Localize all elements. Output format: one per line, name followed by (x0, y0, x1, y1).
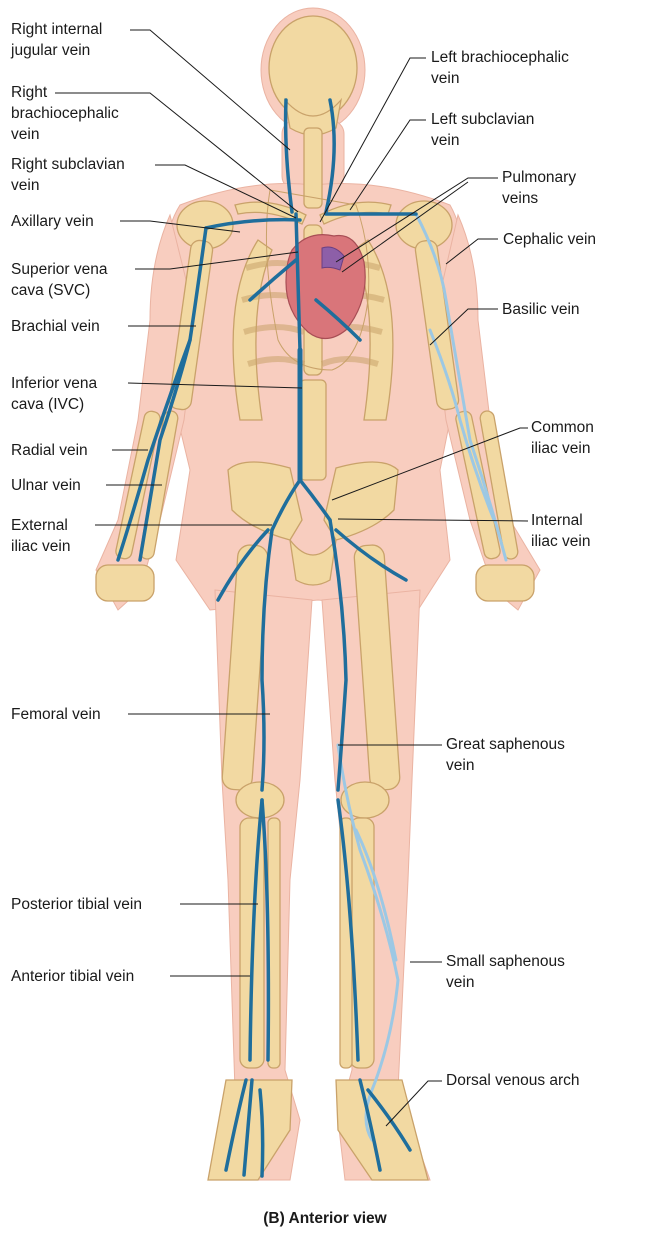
label-line: Femoral vein (11, 706, 101, 723)
label-cephalic-vein: Cephalic vein (503, 229, 596, 250)
label-line: Right internal (11, 21, 103, 38)
label-left-subclavian-vein: Left subclavian vein (431, 109, 534, 151)
heart-illustration (285, 234, 366, 340)
label-ulnar-vein: Ulnar vein (11, 475, 81, 496)
label-right-internal-jugular-vein: Right internal jugular vein (11, 19, 102, 61)
label-line: brachiocephalic (11, 105, 119, 122)
label-brachial-vein: Brachial vein (11, 316, 100, 337)
label-internal-iliac-vein: Internal iliac vein (531, 510, 590, 552)
label-line: Brachial vein (11, 318, 100, 335)
label-inferior-vena-cava: Inferior vena cava (IVC) (11, 373, 97, 415)
label-pulmonary-veins: Pulmonary veins (502, 167, 576, 209)
label-line: Common (531, 419, 594, 436)
label-line: jugular vein (11, 42, 91, 59)
label-right-subclavian-vein: Right subclavian vein (11, 154, 125, 196)
label-line: Right subclavian (11, 156, 125, 173)
label-line: Posterior tibial vein (11, 896, 142, 913)
label-line: Inferior vena (11, 375, 98, 392)
label-small-saphenous-vein: Small saphenous vein (446, 951, 565, 993)
deep-veins (116, 98, 418, 1178)
label-line: Anterior tibial vein (11, 968, 135, 985)
label-posterior-tibial-vein: Posterior tibial vein (11, 894, 142, 915)
label-line: vein (446, 757, 475, 774)
label-line: Right (11, 84, 48, 101)
label-axillary-vein: Axillary vein (11, 211, 94, 232)
label-right-brachiocephalic-vein: Right brachiocephalic vein (11, 82, 119, 145)
label-anterior-tibial-vein: Anterior tibial vein (11, 966, 134, 987)
label-line: Small saphenous (446, 953, 565, 970)
label-external-iliac-vein: External iliac vein (11, 515, 70, 557)
label-line: cava (IVC) (11, 396, 85, 413)
label-femoral-vein: Femoral vein (11, 704, 101, 725)
label-line: vein (431, 132, 460, 149)
label-common-iliac-vein: Common iliac vein (531, 417, 594, 459)
label-line: Cephalic vein (503, 231, 597, 248)
label-line: cava (SVC) (11, 282, 91, 299)
label-line: Radial vein (11, 442, 88, 459)
label-line: vein (11, 126, 40, 143)
label-line: Superior vena (11, 261, 108, 278)
label-radial-vein: Radial vein (11, 440, 88, 461)
label-dorsal-venous-arch: Dorsal venous arch (446, 1070, 580, 1091)
label-line: Pulmonary (502, 169, 577, 186)
label-great-saphenous-vein: Great saphenous vein (446, 734, 565, 776)
label-left-brachiocephalic-vein: Left brachiocephalic vein (431, 47, 569, 89)
label-line: iliac vein (11, 538, 71, 555)
label-line: Ulnar vein (11, 477, 81, 494)
label-line: vein (431, 70, 460, 87)
label-line: veins (502, 190, 539, 207)
label-line: Dorsal venous arch (446, 1072, 580, 1089)
label-line: Axillary vein (11, 213, 94, 230)
label-line: vein (446, 974, 475, 991)
label-line: External (11, 517, 68, 534)
label-superior-vena-cava: Superior vena cava (SVC) (11, 259, 108, 301)
figure-caption: (B) Anterior view (263, 1210, 387, 1227)
label-line: Great saphenous (446, 736, 565, 753)
label-line: iliac vein (531, 440, 591, 457)
label-basilic-vein: Basilic vein (502, 299, 580, 320)
label-line: iliac vein (531, 533, 591, 550)
label-line: Internal (531, 512, 583, 529)
label-line: Left brachiocephalic (431, 49, 569, 66)
label-line: Left subclavian (431, 111, 535, 128)
label-line: Basilic vein (502, 301, 580, 318)
leader-lines (55, 29, 529, 1127)
label-line: vein (11, 177, 40, 194)
